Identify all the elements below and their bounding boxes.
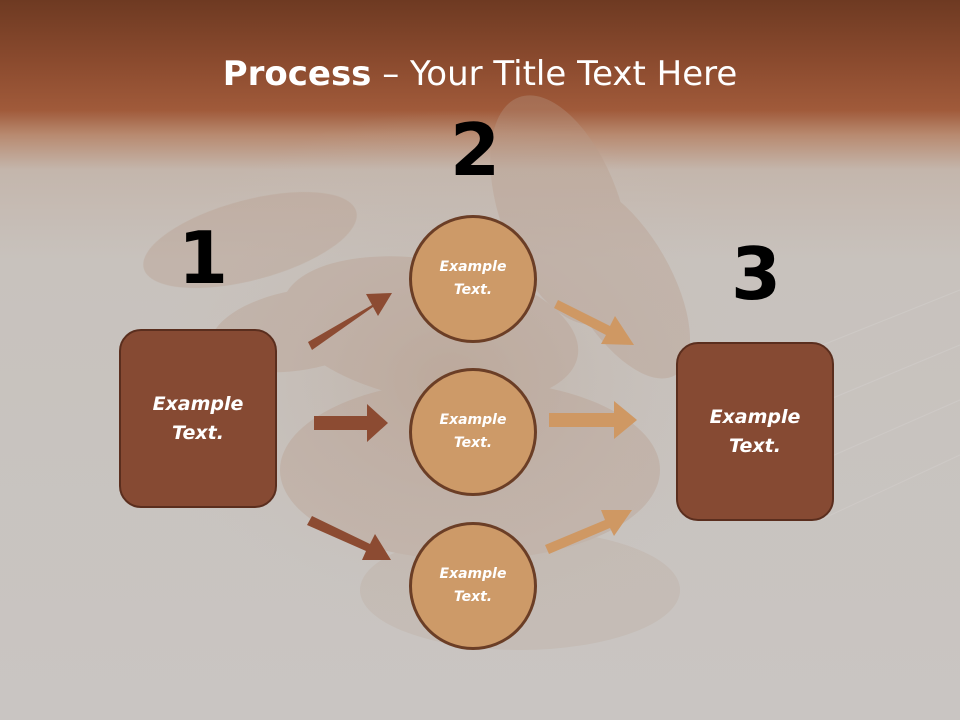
circle-3-label: Example Text. xyxy=(439,566,507,605)
process-circle-2: Example Text. xyxy=(409,368,537,496)
step-number-1: 1 xyxy=(178,216,229,300)
step-box-1-label: Example Text. xyxy=(152,392,244,444)
process-circle-1: Example Text. xyxy=(409,215,537,343)
arrow-up-right-bottom xyxy=(545,510,632,554)
step-number-2: 2 xyxy=(450,108,501,192)
step-box-3: Example Text. xyxy=(676,342,834,521)
left-arrows xyxy=(307,293,392,560)
title-rest: – Your Title Text Here xyxy=(371,54,738,94)
arrow-right-middle xyxy=(314,404,388,442)
process-circle-3: Example Text. xyxy=(409,522,537,650)
step-box-1: Example Text. xyxy=(119,329,277,508)
step-box-3-label: Example Text. xyxy=(709,405,801,457)
slide-title: Process – Your Title Text Here xyxy=(0,52,960,96)
arrow-down-right xyxy=(307,516,391,560)
title-bold: Process xyxy=(222,54,372,94)
arrow-down-right-top xyxy=(554,300,634,345)
circle-2-label: Example Text. xyxy=(439,412,507,451)
circle-1-label: Example Text. xyxy=(439,259,507,298)
arrow-up-right xyxy=(308,293,392,350)
arrow-right-middle-light xyxy=(549,401,637,439)
step-number-3: 3 xyxy=(731,232,782,316)
right-arrows xyxy=(545,300,637,554)
